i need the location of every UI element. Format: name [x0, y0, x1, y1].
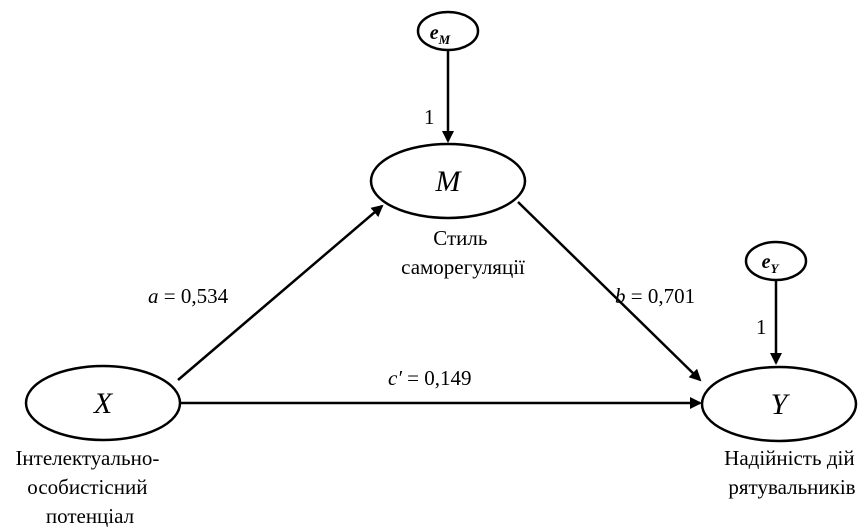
y-label: Надійність дій рятувальників	[724, 446, 860, 499]
node-y: Y	[700, 365, 858, 443]
y-label-line-1: Надійність дій	[724, 446, 854, 470]
node-e-m: eM	[416, 10, 480, 52]
e-y-symbol: e	[762, 251, 771, 273]
coef-e-y: 1	[756, 315, 767, 339]
x-label-line-3: потенціал	[46, 504, 134, 528]
x-label: Інтелектуально- особистісний потенціал	[15, 446, 164, 528]
m-label-line-1: Стиль	[433, 226, 487, 250]
x-label-line-2: особистісний	[27, 475, 147, 499]
e-m-symbol: e	[430, 22, 439, 44]
node-m: M	[369, 142, 527, 220]
coef-b-eq: =	[626, 284, 648, 308]
m-label-line-2: саморегуляції	[401, 255, 525, 279]
coef-a-value: 0,534	[181, 284, 229, 308]
coef-a-eq: =	[159, 284, 181, 308]
svg-text:eM: eM	[430, 22, 451, 47]
e-m-subscript: M	[438, 32, 451, 47]
y-symbol: Y	[771, 388, 791, 421]
coef-e-m: 1	[424, 105, 435, 129]
m-symbol: M	[435, 165, 463, 198]
svg-text:eY: eY	[762, 251, 780, 276]
y-label-line-2: рятувальників	[728, 475, 855, 499]
coef-b-value: 0,701	[648, 284, 695, 308]
coef-b-name: b	[615, 284, 626, 308]
node-e-y: eY	[744, 240, 808, 282]
coef-c-prime-name: c′	[388, 366, 402, 390]
coef-c-prime-value: 0,149	[424, 366, 471, 390]
edge-a-x-to-m	[177, 204, 384, 381]
coef-c-prime-eq: =	[402, 366, 424, 390]
x-symbol: X	[93, 387, 114, 420]
coef-a-name: a	[148, 284, 159, 308]
coef-c-prime: c′ = 0,149	[388, 366, 472, 390]
coef-a: a = 0,534	[148, 284, 229, 308]
node-x: X	[24, 364, 182, 442]
m-label: Стиль саморегуляції	[401, 226, 525, 279]
e-y-subscript: Y	[770, 261, 779, 276]
coef-b: b = 0,701	[615, 284, 695, 308]
edge-b-m-to-y	[517, 201, 702, 382]
x-label-line-1: Інтелектуально-	[15, 446, 159, 470]
